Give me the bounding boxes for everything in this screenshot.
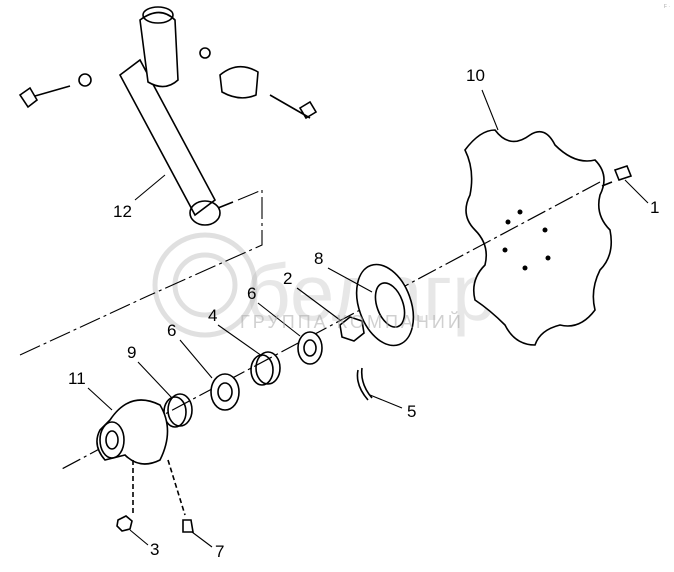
callout-1: 1 xyxy=(650,198,660,217)
bearing-inner xyxy=(210,373,240,411)
callout-2: 2 xyxy=(283,269,293,288)
callout-10: 10 xyxy=(466,66,485,85)
callout-6-inner: 6 xyxy=(167,321,177,340)
callout-3: 3 xyxy=(150,540,160,559)
callout-9: 9 xyxy=(127,343,137,362)
bolt-right xyxy=(269,94,318,120)
callout-6-outer: 6 xyxy=(247,284,257,303)
clamp xyxy=(219,65,259,99)
grease-fitting xyxy=(182,519,194,533)
watermark-subtitle: ГРУППА КОМПАНИЙ xyxy=(240,312,464,332)
pivot-housing xyxy=(139,11,179,88)
bearing-outer xyxy=(297,331,323,365)
watermark-circle xyxy=(152,232,258,338)
leader-lines xyxy=(87,89,649,548)
corner-mark: F · xyxy=(663,4,670,10)
phantom-lines xyxy=(19,189,263,356)
callout-11: 11 xyxy=(68,369,86,388)
bolt-1 xyxy=(601,165,633,187)
snap-ring xyxy=(255,351,281,385)
bolt-left xyxy=(18,85,71,109)
callout-4: 4 xyxy=(208,306,218,325)
disc-holes xyxy=(502,209,551,271)
callout-8: 8 xyxy=(314,249,324,268)
nut xyxy=(339,316,365,342)
callout-5: 5 xyxy=(407,402,417,421)
hub xyxy=(96,399,169,465)
plug xyxy=(116,515,133,532)
arm xyxy=(118,58,217,217)
callout-7: 7 xyxy=(215,542,225,561)
disc xyxy=(464,129,613,346)
callout-12: 12 xyxy=(113,202,132,221)
cotter-pin xyxy=(356,367,373,401)
